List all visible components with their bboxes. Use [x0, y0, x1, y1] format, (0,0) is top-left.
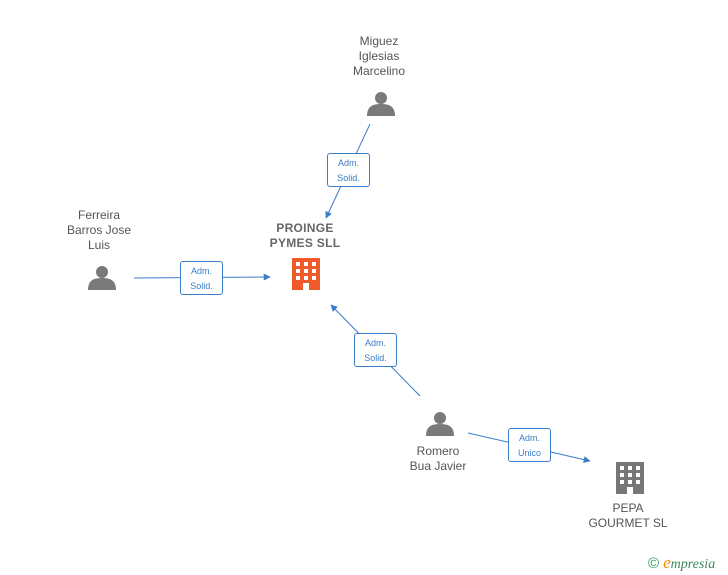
- brand-logo: empresia: [663, 553, 716, 572]
- copyright-icon: ©: [648, 554, 660, 572]
- person-icon[interactable]: [367, 92, 395, 116]
- node-label-romero[interactable]: Romero Bua Javier: [409, 444, 467, 473]
- building-icon[interactable]: [292, 258, 320, 290]
- edge-label-miguez-proinge: Adm. Solid.: [327, 153, 370, 187]
- edge-label-romero-proinge: Adm. Solid.: [354, 333, 397, 367]
- node-label-proinge[interactable]: PROINGE PYMES SLL: [269, 221, 341, 250]
- edge-label-romero-pepa: Adm. Unico: [508, 428, 551, 462]
- node-label-ferreira[interactable]: Ferreira Barros Jose Luis: [66, 208, 132, 252]
- edge-label-ferreira-proinge: Adm. Solid.: [180, 261, 223, 295]
- footer-brand: © empresia: [648, 553, 715, 573]
- person-icon[interactable]: [426, 412, 454, 436]
- node-label-miguez[interactable]: Miguez Iglesias Marcelino: [352, 34, 406, 78]
- node-label-pepa[interactable]: PEPA GOURMET SL: [588, 501, 668, 530]
- person-icon[interactable]: [88, 266, 116, 290]
- building-icon[interactable]: [616, 462, 644, 494]
